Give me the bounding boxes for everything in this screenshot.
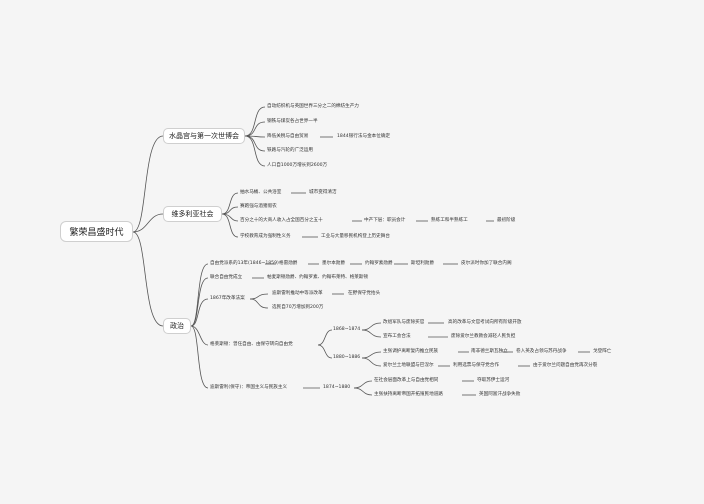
b3-gladstone-period-1[interactable]: 1868~1874 xyxy=(333,327,361,332)
b3-g2-item-2-child-2[interactable]: 由于爱尔兰问题自由党再次分裂 xyxy=(533,363,598,368)
branch-victorian-society[interactable]: 维多利亚社会 xyxy=(163,206,222,222)
b2-item-1[interactable]: 抽水马桶、公共浴室 xyxy=(240,190,282,195)
b3-item-reform-act[interactable]: 1867年改革法案 xyxy=(210,296,245,301)
b3-d-item-2[interactable]: 主张扶持离断帝国开拓殖民地道路 xyxy=(374,392,443,397)
b1-item-3[interactable]: 降低关税与自由贸易 xyxy=(267,134,309,139)
b3-chain-5[interactable]: 皮尔派时你加了联合内阁 xyxy=(461,261,512,266)
b2-item-4-child[interactable]: 工业与大量移民机构登上历史舞台 xyxy=(321,234,390,239)
b2-item-3[interactable]: 百分之十的大商人收入占全国百分之五十 xyxy=(240,218,323,223)
b3-disraeli-period[interactable]: 1874~1880 xyxy=(323,385,351,390)
b2-item-1-child[interactable]: 城市变得清洁 xyxy=(309,190,337,195)
b3-g2-item-2[interactable]: 爱尔兰土地联盟与巴涅尔 xyxy=(383,363,434,368)
b3-chain-2[interactable]: 墨尔本勋爵 xyxy=(322,261,345,266)
b3-g2-item-1[interactable]: 主张调护离断复内推立民族 xyxy=(383,349,439,354)
b1-item-5[interactable]: 人口自1000万增长到2600万 xyxy=(267,163,328,168)
b3-chain-4[interactable]: 斯坦利勋爵 xyxy=(411,261,434,266)
b2-item-3-child-2[interactable]: 熟练工和半熟练工 xyxy=(431,218,468,223)
b1-item-3-child[interactable]: 1844银行法与金本位确定 xyxy=(337,134,391,139)
b3-reform-a[interactable]: 迪斯雷利推动中等派改革 xyxy=(272,291,323,296)
b3-item-liberal-party-child[interactable]: 帕麦斯顿勋爵、约翰罗素、约翰布莱特、格莱斯顿 xyxy=(267,275,369,280)
branch-crystal-palace[interactable]: 水晶宫与第一次世博会 xyxy=(163,128,245,144)
b1-item-1[interactable]: 自动纺织机与英国世界三分之二的棉纺生产力 xyxy=(267,104,359,109)
b2-item-4[interactable]: 学校教育成为强制性义务 xyxy=(240,234,291,239)
b3-chain-1[interactable]: 格雷勋爵 xyxy=(279,261,298,266)
b1-item-4[interactable]: 铁路与汽轮的广泛运用 xyxy=(267,148,313,153)
b3-g1-item-1-child[interactable]: 高的改革与文官考试向所有阶级开放 xyxy=(448,320,522,325)
b2-item-3-child-3[interactable]: 最初阶级 xyxy=(497,218,516,223)
b3-reform-a-child[interactable]: 在野保守党抬头 xyxy=(348,291,381,296)
b3-chain-3[interactable]: 约翰罗素勋爵 xyxy=(365,261,393,266)
b2-item-2[interactable]: 赛跑强与酒猪假农 xyxy=(240,204,277,209)
b3-item-disraeli[interactable]: 迪斯雷利(保守)：帝国主义与民族主义 xyxy=(210,385,288,390)
b3-gladstone-period-2[interactable]: 1880~1886 xyxy=(333,355,361,360)
b3-g2-item-1-child-1[interactable]: 南非德兰斯瓦独立 xyxy=(471,349,508,354)
b3-d-item-1[interactable]: 在社会层面改革上与自由党相同 xyxy=(374,378,439,383)
b2-item-3-child-1[interactable]: 中产下层：职员会计 xyxy=(364,218,406,223)
b3-g2-item-1-child-3[interactable]: 戈登阵亡 xyxy=(593,349,612,354)
b3-g1-item-2-child[interactable]: 废除爱尔兰教教会减轻人民负担 xyxy=(451,334,516,339)
b3-g1-item-1[interactable]: 改组军队与废除买官 xyxy=(383,320,425,325)
branch-politics[interactable]: 政治 xyxy=(163,318,191,334)
b3-reform-b[interactable]: 选民自70万增加到200万 xyxy=(272,305,324,310)
b3-item-whig-years[interactable]: 自由党派系的13年(1846~1859) xyxy=(210,261,279,266)
b3-d-item-1-child[interactable]: 夺取苏伊士运河 xyxy=(477,378,510,383)
b3-g1-item-2[interactable]: 宣布工会合法 xyxy=(383,334,411,339)
b3-g2-item-1-child-2[interactable]: 卷入英及占领与苏丹战争 xyxy=(516,349,567,354)
root-node[interactable]: 繁荣昌盛时代 xyxy=(60,221,133,242)
b3-item-gladstone[interactable]: 格莱斯顿：曾任自由、由保守转向自由党 xyxy=(210,342,293,347)
b3-item-liberal-party[interactable]: 联合自由党成立 xyxy=(210,275,243,280)
b3-g2-item-2-child-1[interactable]: 利用选票与保守党合作 xyxy=(453,363,499,368)
b1-item-2[interactable]: 钢铁与煤炭各占世界一半 xyxy=(267,119,318,124)
b3-d-item-2-child[interactable]: 英国阿富汗战争失败 xyxy=(479,392,521,397)
